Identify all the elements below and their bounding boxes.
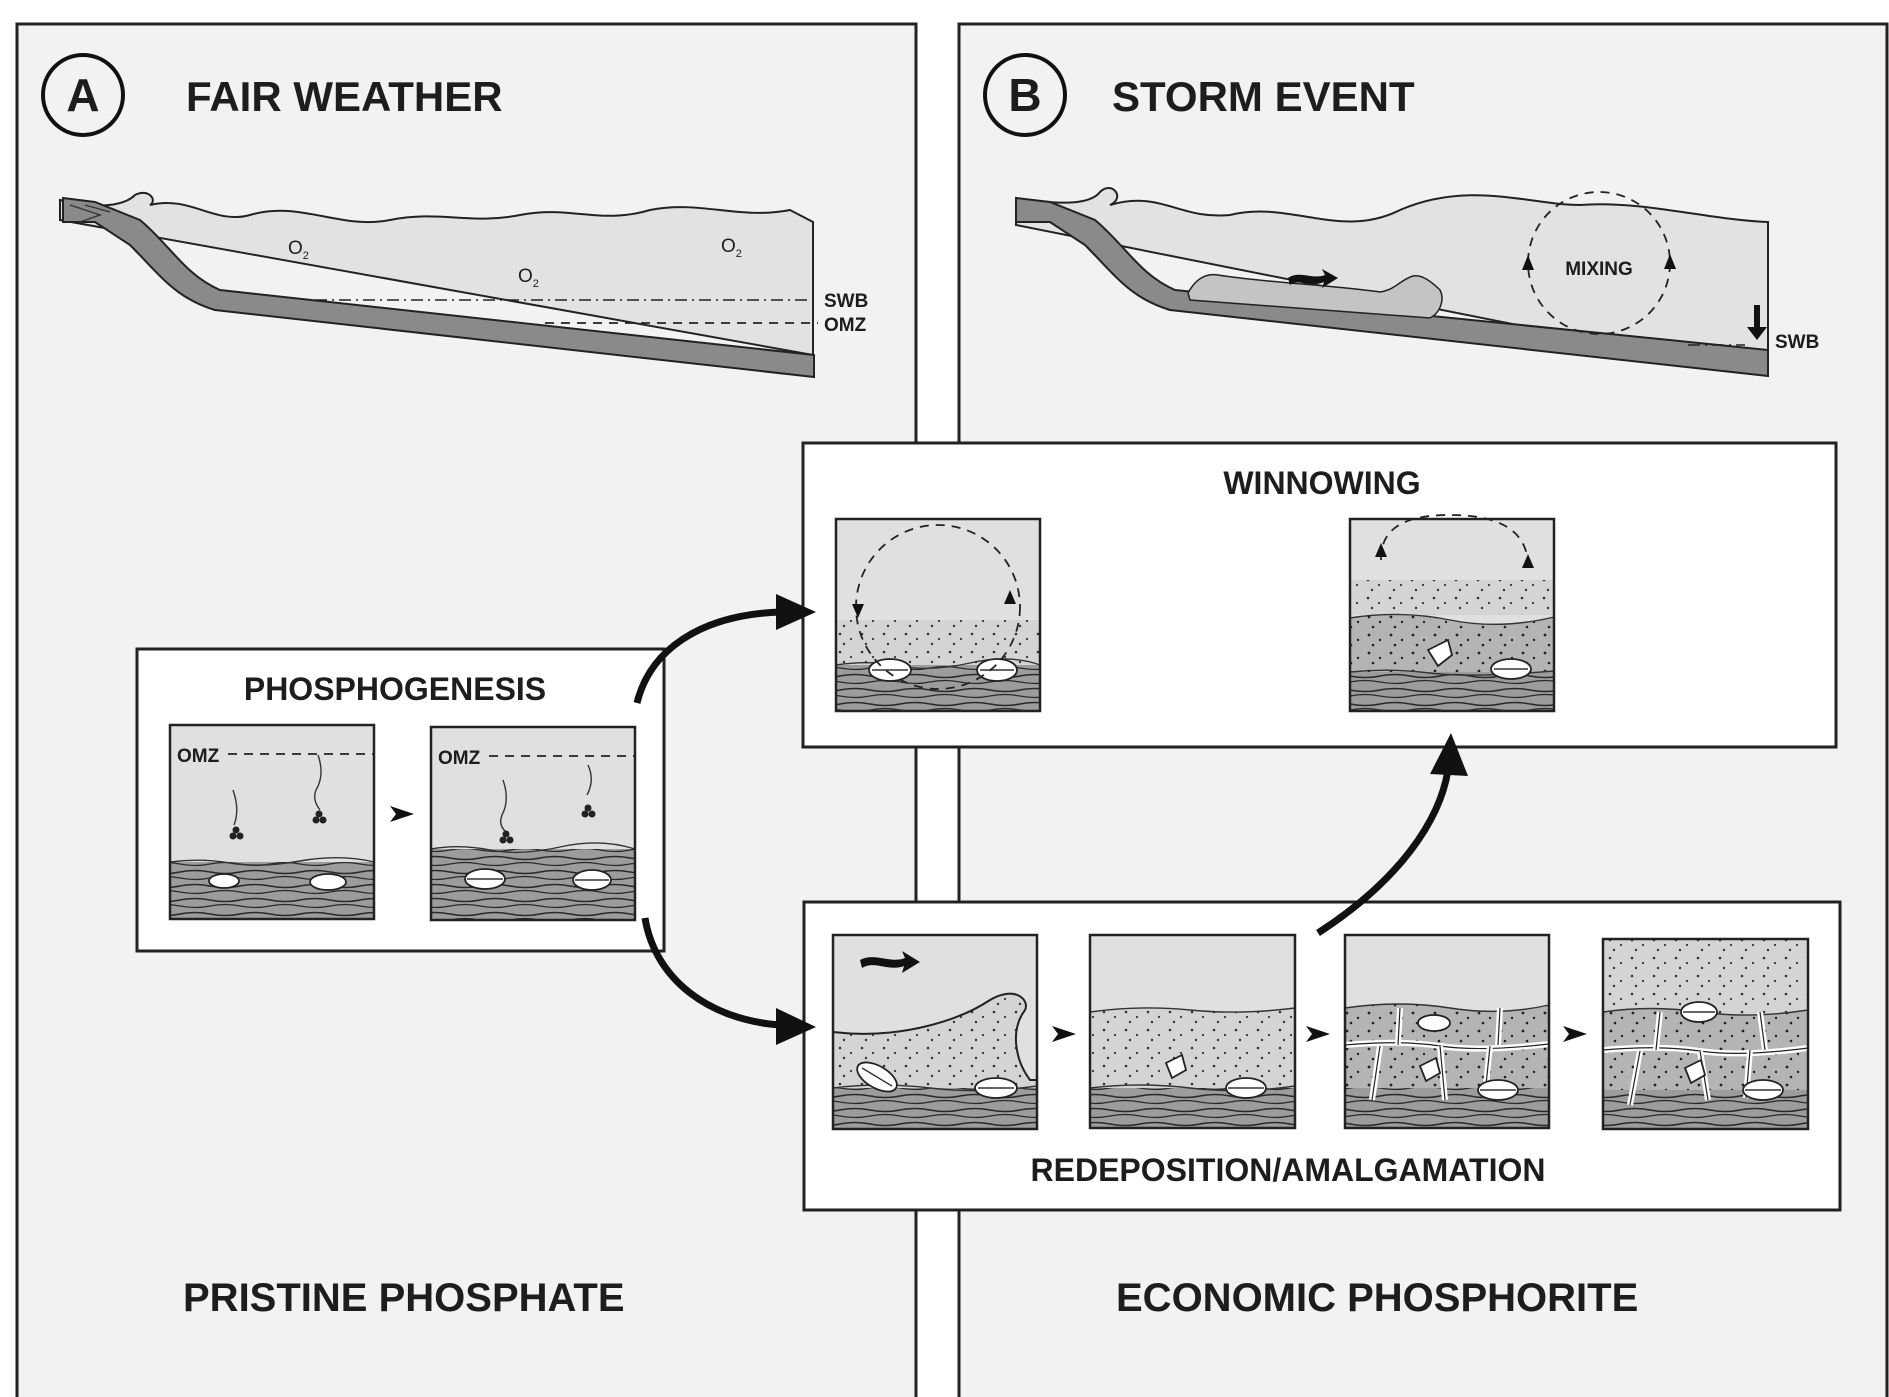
phosphogenesis-inset-2: OMZ [429, 725, 637, 922]
oxygen-label-2: O2 [518, 266, 539, 290]
storm-event-cross-section: MIXING SWB [1015, 187, 1819, 378]
redeposition-surge-arrow [860, 951, 920, 973]
winnowing-inset-1 [834, 517, 1042, 713]
redeposition-title: REDEPOSITION/AMALGAMATION [1031, 1152, 1546, 1188]
fair-weather-cross-section: SWB OMZ O2 O2 O2 [59, 191, 868, 379]
oxygen-label-1: O2 [288, 238, 309, 262]
omz-label-inset-1: OMZ [177, 746, 220, 767]
badge-a: A [66, 69, 99, 121]
badge-a-circle [41, 53, 125, 137]
swb-label-b: SWB [1775, 332, 1819, 353]
badge-b-circle [983, 53, 1067, 137]
swb-label-a: SWB [824, 291, 868, 312]
winnowing-title: WINNOWING [1223, 465, 1420, 501]
curved-arrow-to-winnowing-inset [1316, 733, 1468, 936]
swb-drop-arrow [1747, 305, 1767, 340]
inset-step-arrow-4 [1563, 1026, 1587, 1042]
storm-surge-sediment [1187, 273, 1443, 319]
curved-arrow-to-redeposition [641, 917, 816, 1045]
omz-label-a: OMZ [824, 315, 867, 336]
phosphogenesis-inset-1: OMZ [168, 723, 376, 921]
seabed [62, 196, 815, 379]
panel-a-footer: PRISTINE PHOSPHATE [183, 1276, 625, 1320]
curved-arrow-to-winnowing [633, 594, 816, 704]
inset-step-arrow-1 [390, 806, 414, 822]
phosphogenesis-title: PHOSPHOGENESIS [244, 671, 546, 707]
oxygen-label-3: O2 [721, 236, 742, 260]
badge-b: B [1008, 69, 1041, 121]
storm-water-body [1015, 187, 1769, 377]
mixing-label: MIXING [1565, 259, 1633, 280]
winnowing-inset-2 [1348, 514, 1556, 713]
redeposition-inset-3 [1343, 933, 1551, 1130]
surge-direction-arrow [1288, 269, 1338, 288]
panel-a-title: FAIR WEATHER [186, 73, 503, 120]
redeposition-inset-1 [831, 933, 1039, 1131]
redeposition-inset-2 [1088, 933, 1297, 1130]
redeposition-inset-4 [1601, 937, 1810, 1131]
panel-b-footer: ECONOMIC PHOSPHORITE [1116, 1276, 1638, 1320]
omz-label-inset-2: OMZ [438, 748, 481, 769]
panel-b-title: STORM EVENT [1112, 73, 1415, 120]
inset-step-arrow-2 [1052, 1026, 1076, 1042]
water-body [59, 191, 814, 357]
inset-step-arrow-3 [1306, 1026, 1330, 1042]
